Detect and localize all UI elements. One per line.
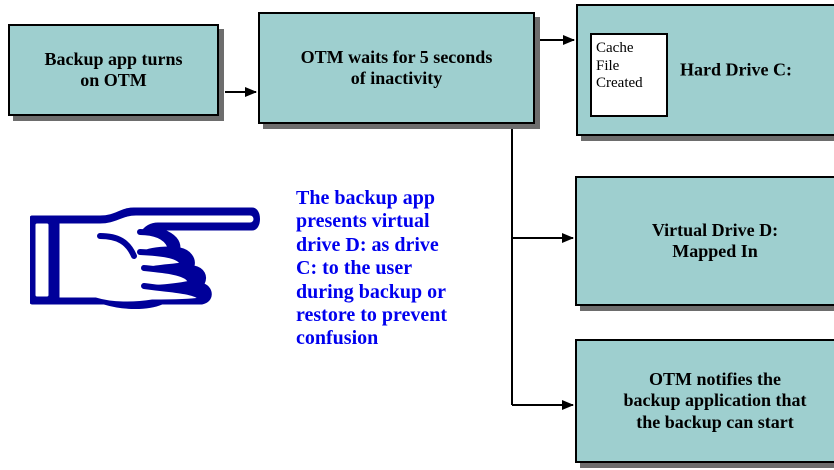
cache-file-created-note: Cache File Created [590,33,668,117]
virtual-drive-d-label: Virtual Drive D: Mapped In [651,219,779,261]
otm-notifies-box: OTM notifies the backup application that… [575,339,834,463]
virtual-drive-d-box: Virtual Drive D: Mapped In [575,176,834,306]
otm-waits-label: OTM waits for 5 seconds of inactivity [300,46,493,88]
pointing-hand-icon [30,207,260,309]
backup-app-callout-text: The backup app presents virtual drive D:… [296,187,448,350]
otm-waits-box: OTM waits for 5 seconds of inactivity [258,12,535,124]
hard-drive-c-box: Cache File Created Hard Drive C: [576,4,834,136]
otm-notifies-label: OTM notifies the backup application that… [623,369,807,432]
backup-app-turns-on-otm-label: Backup app turns on OTM [44,48,183,90]
backup-app-turns-on-otm-box: Backup app turns on OTM [8,24,219,116]
hard-drive-c-label: Hard Drive C: [680,59,792,80]
